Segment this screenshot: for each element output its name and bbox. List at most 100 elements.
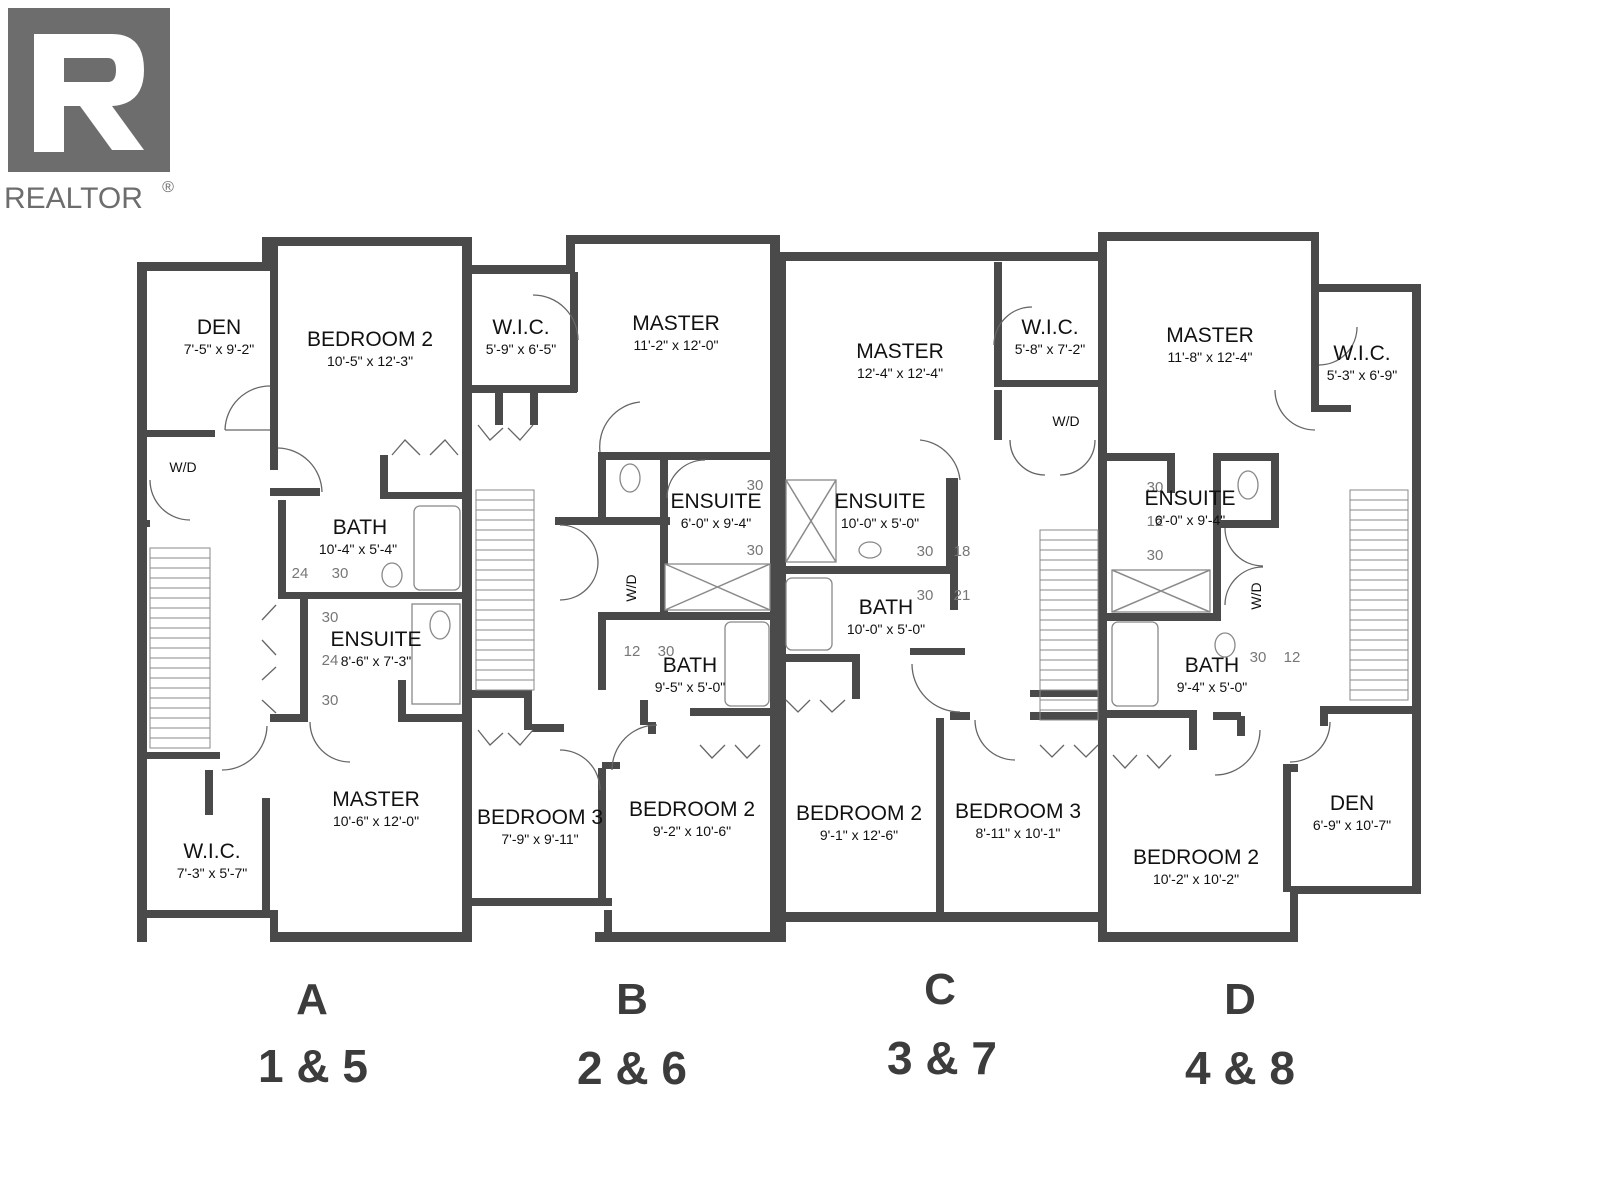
room-dims: 7'-9" x 9'-11": [501, 831, 578, 847]
c-bathtub: [785, 577, 833, 651]
room-name: MASTER: [856, 340, 944, 363]
fixture-size: 30: [917, 587, 934, 604]
room-name: BEDROOM 3: [955, 800, 1081, 823]
room-dims: 5'-3" x 6'-9": [1327, 367, 1398, 383]
room-dims: 7'-3" x 5'-7": [177, 865, 248, 881]
realtor-logo: REALTOR ®: [4, 8, 174, 215]
unit-a-labels: DEN 7'-5" x 9'-2" BEDROOM 2 10'-5" x 12'…: [169, 316, 433, 881]
room-dims: 12'-4" x 12'-4": [857, 365, 943, 381]
realtor-logo-text: REALTOR: [4, 182, 143, 215]
unit-letter: B: [616, 975, 648, 1024]
room-dims: 6'-9" x 10'-7": [1313, 817, 1391, 833]
d-toilet: [1237, 470, 1259, 500]
room-name: DEN: [1330, 792, 1374, 815]
room-dims: 5'-9" x 6'-5": [486, 341, 557, 357]
stair-c: [1039, 529, 1099, 721]
room-dims: 6'-0" x 9'-4": [681, 515, 752, 531]
room-name: BATH: [333, 516, 387, 539]
unit-c-labels: MASTER 12'-4" x 12'-4" W.I.C. 5'-8" x 7'…: [796, 316, 1085, 843]
fixture-size: 12: [1147, 513, 1164, 530]
fixture-labels: 24 30 30 24 30 30 30 12 30 30 18 30 21 3…: [292, 477, 1301, 709]
fixture-size: 21: [954, 587, 971, 604]
unit-letter: A: [296, 975, 328, 1024]
unit-letter: C: [924, 965, 956, 1014]
fixture-size: 30: [1250, 649, 1267, 666]
room-dims: 5'-8" x 7'-2": [1015, 341, 1086, 357]
room-dims: 9'-2" x 10'-6": [653, 823, 731, 839]
room-dims: 10'-0" x 5'-0": [841, 515, 919, 531]
fixture-size: 12: [1284, 649, 1301, 666]
room-name: BEDROOM 2: [307, 328, 433, 351]
fixture-size: 30: [658, 643, 675, 660]
room-name: W/D: [1248, 582, 1264, 609]
b-toilet: [619, 463, 641, 493]
room-dims: 10'-0" x 5'-0": [847, 621, 925, 637]
b-bathtub: [724, 621, 770, 707]
stairs: [149, 489, 1409, 749]
stair-b: [475, 489, 535, 691]
c-toilet: [858, 541, 882, 559]
fixture-size: 30: [747, 542, 764, 559]
d-bathtub: [1111, 621, 1159, 707]
room-name: W.I.C.: [183, 840, 240, 863]
fixture-size: 30: [332, 565, 349, 582]
a-toilet: [429, 610, 451, 640]
room-dims: 8'-6" x 7'-3": [341, 653, 412, 669]
room-name: BEDROOM 2: [629, 798, 755, 821]
room-name: W/D: [623, 574, 639, 601]
room-name: W/D: [1052, 413, 1079, 429]
a-toilet-bath: [381, 562, 403, 588]
door-swings: [149, 294, 1358, 791]
registered-mark: ®: [162, 179, 174, 196]
a-bathtub: [413, 505, 461, 591]
fixture-size: 30: [1147, 547, 1164, 564]
room-dims: 11'-8" x 12'-4": [1167, 349, 1252, 365]
room-dims: 8'-11" x 10'-1": [975, 825, 1060, 841]
closet-doors: [261, 424, 1172, 769]
room-name: BEDROOM 2: [1133, 846, 1259, 869]
room-dims: 7'-5" x 9'-2": [184, 341, 255, 357]
room-name: BATH: [1185, 654, 1239, 677]
room-name: MASTER: [1166, 324, 1254, 347]
fixture-size: 24: [292, 565, 309, 582]
room-dims: 10'-5" x 12'-3": [327, 353, 413, 369]
room-dims: 11'-2" x 12'-0": [633, 337, 718, 353]
fixture-size: 30: [322, 692, 339, 709]
room-dims: 9'-4" x 5'-0": [1177, 679, 1248, 695]
unit-d-labels: MASTER 11'-8" x 12'-4" W.I.C. 5'-3" x 6'…: [1133, 324, 1397, 887]
fixture-size: 30: [322, 609, 339, 626]
unit-numbers: 3 & 7: [887, 1032, 997, 1084]
room-name: W.I.C.: [1021, 316, 1078, 339]
room-name: W/D: [169, 459, 196, 475]
fixture-size: 24: [322, 652, 339, 669]
room-name: ENSUITE: [330, 628, 421, 651]
room-dims: 9'-5" x 5'-0": [655, 679, 726, 695]
unit-numbers: 4 & 8: [1185, 1042, 1295, 1094]
room-name: MASTER: [332, 788, 420, 811]
room-name: ENSUITE: [834, 490, 925, 513]
room-dims: 6'-0" x 9'-4": [1155, 512, 1226, 528]
fixture-size: 30: [917, 543, 934, 560]
room-name: MASTER: [632, 312, 720, 335]
room-dims: 9'-1" x 12'-6": [820, 827, 898, 843]
room-name: BATH: [663, 654, 717, 677]
room-dims: 10'-2" x 10'-2": [1153, 871, 1239, 887]
d-toilet-bath: [1214, 632, 1236, 658]
unit-numbers: 1 & 5: [258, 1040, 368, 1092]
room-name: DEN: [197, 316, 241, 339]
room-name: BATH: [859, 596, 913, 619]
stair-a: [149, 547, 211, 749]
stair-d: [1349, 489, 1409, 701]
fixture-size: 12: [624, 643, 641, 660]
unit-b-labels: W.I.C. 5'-9" x 6'-5" MASTER 11'-2" x 12'…: [477, 312, 762, 847]
unit-labels: A 1 & 5 B 2 & 6 C 3 & 7 D 4 & 8: [258, 965, 1295, 1094]
room-name: W.I.C.: [492, 316, 549, 339]
fixture-size: 18: [954, 543, 971, 560]
fixture-size: 30: [1147, 479, 1164, 496]
room-name: W.I.C.: [1333, 342, 1390, 365]
room-dims: 10'-6" x 12'-0": [333, 813, 419, 829]
room-name: ENSUITE: [1144, 487, 1235, 510]
unit-letter: D: [1224, 975, 1256, 1024]
room-name: BEDROOM 3: [477, 806, 603, 829]
